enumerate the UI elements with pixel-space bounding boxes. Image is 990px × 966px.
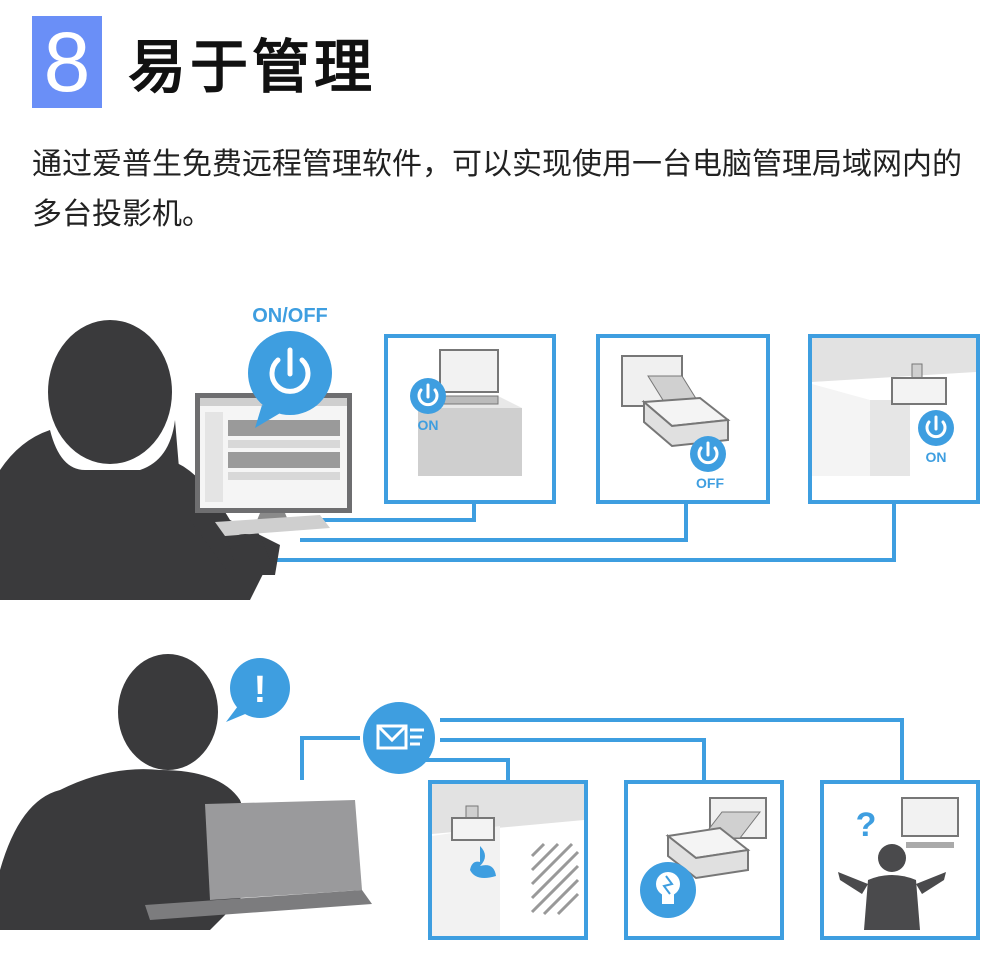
email-bubble (363, 702, 435, 774)
panel-status: ON (418, 417, 439, 433)
power-icon (697, 441, 719, 465)
section-number-badge: 8 (32, 16, 102, 108)
top-scene: ON/OFF ON (0, 305, 980, 600)
projector-panel-3: ON (808, 334, 980, 504)
section-title: 易于管理 (128, 33, 377, 101)
power-icon (417, 383, 439, 407)
projector-panel-6: ? (820, 780, 980, 940)
question-icon: ? (856, 806, 877, 844)
section-header: 8 易于管理 (32, 16, 376, 108)
projector-panel-2: OFF (596, 334, 770, 504)
panel-status: OFF (696, 475, 724, 491)
lamp-warning-icon (656, 872, 680, 904)
alert-icon: ! (254, 669, 267, 711)
projector-panel-1: ON (384, 334, 556, 504)
confused-person (838, 844, 946, 930)
on-off-label: ON/OFF (252, 305, 328, 327)
power-bubble: ON/OFF (248, 305, 332, 428)
malfunction-icon (470, 846, 496, 878)
alert-bubble: ! (226, 658, 290, 722)
person-hands (228, 534, 270, 565)
power-icon (269, 347, 311, 394)
network-lines-bottom (300, 718, 904, 782)
panel-status: ON (926, 449, 947, 465)
section-description: 通过爱普生免费远程管理软件，可以实现使用一台电脑管理局域网内的多台投影机。 (32, 147, 962, 232)
network-lines-top (270, 502, 896, 562)
projector-panel-5 (624, 780, 784, 940)
projector-panel-4 (428, 780, 588, 940)
person-silhouette-2 (0, 654, 255, 930)
mail-icon (376, 724, 424, 750)
bottom-scene: ! (0, 654, 980, 940)
screen-hatch (530, 842, 580, 916)
power-icon (925, 415, 947, 439)
laptop (145, 800, 372, 920)
